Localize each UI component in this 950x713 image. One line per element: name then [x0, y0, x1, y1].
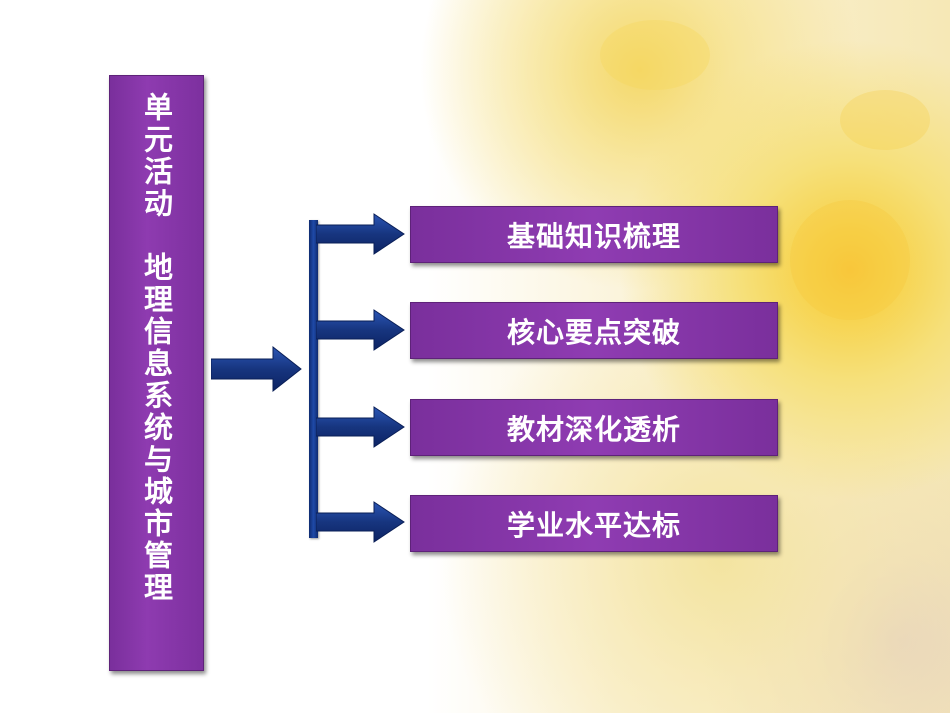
branch-arrow-icon [316, 501, 405, 543]
menu-item-basic-knowledge[interactable]: 基础知识梳理 [410, 206, 778, 263]
branch-arrow-icon [316, 406, 405, 448]
section-title: 单元活动 地理信息系统与城市管理 [139, 92, 174, 604]
section-title-box: 单元活动 地理信息系统与城市管理 [109, 75, 204, 671]
branch-arrow-icon [316, 309, 405, 351]
branch-arrow-icon [316, 213, 405, 255]
menu-item-label: 基础知识梳理 [506, 219, 681, 253]
bracket-bar [309, 220, 318, 538]
background-petal [840, 90, 930, 150]
background-petal [790, 200, 910, 320]
menu-item-label: 核心要点突破 [506, 315, 681, 349]
main-arrow-icon [211, 345, 302, 393]
menu-item-label: 教材深化透析 [506, 412, 681, 446]
menu-item-textbook-analysis[interactable]: 教材深化透析 [410, 399, 778, 456]
menu-item-proficiency-test[interactable]: 学业水平达标 [410, 495, 778, 552]
background-petal [600, 20, 710, 90]
menu-item-core-points[interactable]: 核心要点突破 [410, 302, 778, 359]
menu-item-label: 学业水平达标 [506, 508, 681, 542]
